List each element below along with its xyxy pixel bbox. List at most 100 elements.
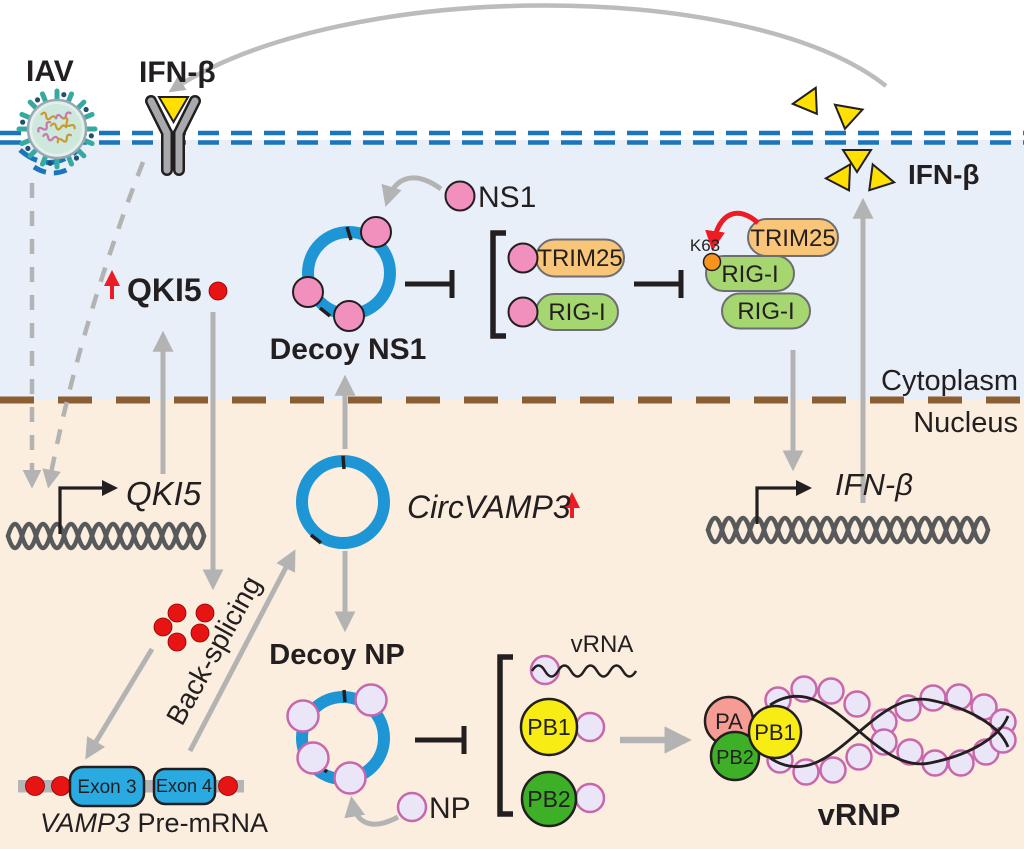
ring-junction-tick	[345, 226, 353, 241]
active-rigi-pill-bottom	[721, 292, 811, 330]
vrna-label: vRNA	[571, 631, 634, 658]
endocytosis-inner-arc	[32, 164, 74, 176]
bound-ns1-circle	[360, 216, 392, 248]
decoy-ns1-label: Decoy NS1	[270, 333, 427, 366]
qki5-protein-group	[104, 270, 228, 301]
ns1-protein-circle	[444, 180, 476, 212]
vrnp-structure	[703, 675, 1017, 786]
np-on-pb2	[574, 782, 606, 814]
sequestered-complex-bracket	[490, 230, 506, 339]
bound-np-circle	[286, 699, 320, 733]
decoy-ns1-complex	[292, 216, 396, 332]
free-pb1-label: PB1	[527, 714, 570, 740]
iav-label: IAV	[26, 55, 74, 88]
circvamp3-label: CircVAMP3	[407, 489, 571, 525]
bound-np-circle	[296, 741, 330, 775]
np-binding-curved-arrow	[344, 795, 400, 827]
bound-ns1-circle	[292, 276, 324, 308]
exon4-box	[152, 767, 217, 806]
nucleus-region-label: Nucleus	[913, 407, 1018, 439]
exon4-label: Exon 4	[156, 776, 212, 796]
ifnb-transcription-arrow	[755, 480, 812, 524]
bound-ns1-circle	[333, 300, 365, 332]
vrnp-np-beads	[764, 675, 1017, 786]
qki5-dots-cluster	[153, 603, 215, 652]
viral-rna-segments	[37, 111, 76, 144]
exon3-label: Exon 3	[77, 777, 136, 798]
qki5-binding-arrow	[85, 647, 155, 760]
ns1-on-trim25	[507, 242, 539, 274]
virion-spikes	[16, 88, 98, 170]
qki5-bound-dot	[218, 776, 238, 796]
pb2-item	[520, 770, 606, 828]
sequestered-rigi-label: RIG-I	[548, 299, 605, 326]
qki5-gene-locus	[5, 480, 207, 551]
decoy-np-complex	[286, 683, 390, 795]
active-trim25-label: TRIM25	[750, 225, 835, 252]
vrnp-rna-strands	[769, 695, 1010, 768]
ns1-on-rigi	[507, 296, 539, 328]
ring-junction-tick	[309, 533, 323, 545]
ifnb-secreted-label: IFN-β	[908, 159, 980, 190]
vrna-squiggle	[530, 664, 638, 678]
decoy-np-label: Decoy NP	[269, 639, 404, 671]
pb1-circle	[519, 697, 579, 757]
ifnb-receptor	[145, 95, 201, 176]
vamp3-premrna	[18, 765, 244, 808]
active-trim25-pill	[747, 218, 839, 257]
pb2-circle	[520, 770, 578, 828]
cytoplasm-region-label: Cytoplasm	[881, 365, 1018, 397]
back-splicing-arrow	[187, 549, 296, 753]
complex-inhibition-tbar	[634, 270, 684, 298]
qki5-gene-label: QKI5	[126, 475, 202, 512]
ifnb-gene-dna	[705, 515, 991, 545]
active-rigi-complex	[702, 210, 839, 330]
decoy-ns1-inhibition-tbar	[405, 270, 455, 298]
decoy-np-inhibition-tbar	[415, 726, 467, 754]
sequestered-trim25-label: TRIM25	[537, 245, 622, 272]
k63-ubiquitin-dot	[702, 252, 722, 272]
ns1-label: NS1	[478, 181, 536, 214]
qki5-transcription-arrow	[58, 480, 118, 534]
np-protein-circle	[396, 791, 428, 823]
vrnp-label: vRNP	[818, 797, 901, 832]
free-pb2-label: PB2	[527, 786, 570, 812]
vrnp-pb1-circle	[747, 704, 803, 760]
qki5-protein-dot	[208, 281, 228, 301]
ubiquitination-red-arrow	[705, 210, 760, 251]
qki5-protein-label: QKI5	[127, 272, 202, 308]
ifnb-ligand-triangle	[157, 96, 190, 124]
premrna-text: Pre-mRNA	[130, 808, 268, 838]
vamp3-italic: VAMP3	[40, 808, 130, 838]
ring-junction-tick	[341, 455, 346, 470]
active-rigi-pill-top	[705, 255, 795, 292]
ns1-trim25-complex	[507, 238, 625, 278]
virion-surface-specks	[20, 92, 94, 166]
ns1-rigi-complex	[507, 293, 619, 331]
cytoplasm-background	[0, 140, 1024, 400]
vamp3-premrna-label: VAMP3 Pre-mRNA	[40, 808, 268, 838]
qki5-gene-dna	[5, 521, 207, 551]
k63-label: K63	[690, 236, 720, 255]
ns1-binding-curved-arrow	[381, 175, 443, 208]
np-on-pb1	[574, 711, 606, 743]
vrnp-pb2-circle	[709, 730, 761, 782]
vrnp-pa-label: PA	[715, 709, 743, 734]
bound-np-circle	[333, 761, 367, 795]
vrna-item	[529, 654, 638, 686]
active-rigi-top-label: RIG-I	[721, 261, 778, 288]
iav-virion	[16, 88, 98, 170]
qki5-bound-dot	[25, 776, 45, 796]
ifnb-gene-locus	[705, 480, 991, 545]
np-label: NP	[429, 792, 471, 825]
replication-components-bracket	[497, 654, 513, 817]
ring-junction-tick	[342, 689, 347, 703]
receptor-signal-dashed-arrow	[42, 161, 146, 489]
inhibition-tbars	[405, 270, 684, 754]
ifnb-gene-label: IFN-β	[835, 467, 913, 502]
ifnb-secreted-triangles	[790, 85, 897, 193]
ring-junction-tick	[318, 306, 332, 318]
active-rigi-bottom-label: RIG-I	[737, 298, 794, 325]
